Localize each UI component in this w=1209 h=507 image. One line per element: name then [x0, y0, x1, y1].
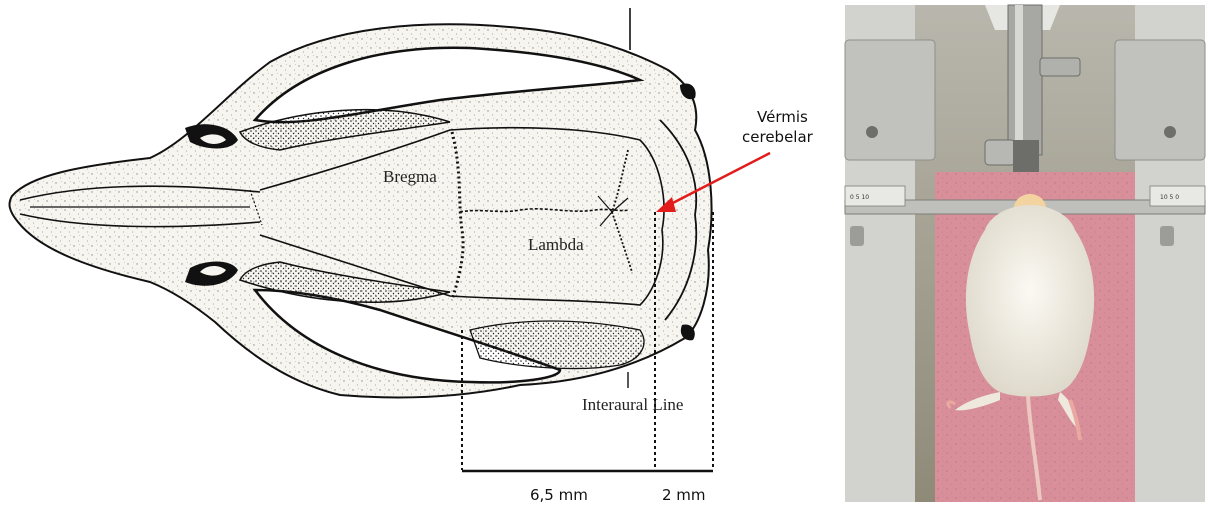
lambda-label: Lambda	[528, 235, 584, 254]
distance-label-left: 6,5 mm	[530, 486, 588, 504]
bregma-label: Bregma	[383, 167, 437, 186]
stereotaxic-photo: 0 5 10 10 5 0	[845, 5, 1205, 502]
callout-label-line2: cerebelar	[742, 128, 814, 146]
scale-left: 0 5 10	[850, 194, 869, 201]
scale-right: 10 5 0	[1160, 194, 1179, 201]
callout-label-line1: Vérmis	[757, 108, 808, 126]
skull-drawing	[10, 8, 712, 398]
interaural-line-label: Interaural Line	[582, 395, 683, 414]
distance-label-right: 2 mm	[662, 486, 706, 504]
